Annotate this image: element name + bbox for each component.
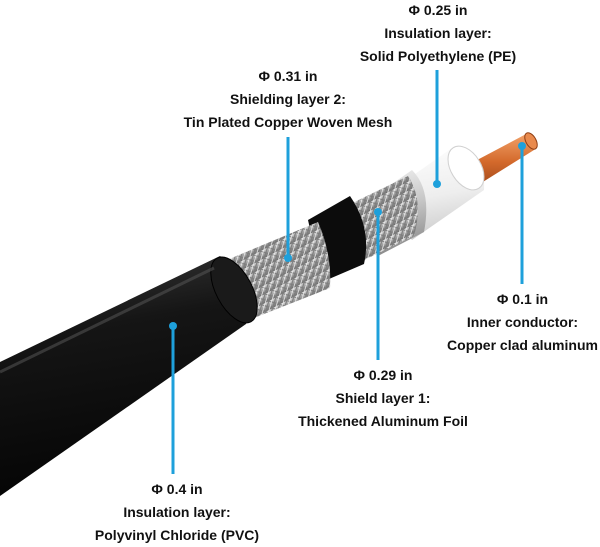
label-pe-layer: Insulation layer:: [384, 25, 492, 41]
leader-lines: [169, 70, 526, 474]
label-shield2: Φ 0.31 in Shielding layer 2: Tin Plated …: [168, 65, 408, 134]
label-shield2-layer: Shielding layer 2:: [230, 91, 346, 107]
label-conductor-diameter: Φ 0.1 in: [496, 291, 549, 307]
label-pvc-diameter: Φ 0.4 in: [151, 481, 203, 497]
label-pvc: Φ 0.4 in Insulation layer: Polyvinyl Chl…: [82, 478, 272, 547]
leader-pe-dot: [433, 180, 441, 188]
leader-shield2-dot: [284, 254, 292, 262]
leader-pvc-dot: [169, 322, 177, 330]
label-pvc-layer: Insulation layer:: [123, 504, 231, 520]
label-conductor: Φ 0.1 in Inner conductor: Copper clad al…: [440, 288, 600, 357]
label-pe-diameter: Φ 0.25 in: [408, 2, 468, 18]
label-conductor-layer: Inner conductor:: [466, 314, 579, 330]
conductor-end-cap: [524, 132, 538, 150]
label-shield2-material: Tin Plated Copper Woven Mesh: [183, 114, 393, 130]
label-shield2-diameter: Φ 0.31 in: [258, 68, 318, 84]
label-shield1-layer: Shield layer 1:: [335, 390, 431, 406]
leader-conductor-dot: [518, 142, 526, 150]
label-shield1-material: Thickened Aluminum Foil: [298, 413, 468, 429]
label-pvc-material: Polyvinyl Chloride (PVC): [94, 527, 260, 543]
label-pe: Φ 0.25 in Insulation layer: Solid Polyet…: [338, 0, 538, 68]
jacket-cut-edge: [210, 256, 258, 324]
label-shield1: Φ 0.29 in Shield layer 1: Thickened Alum…: [283, 364, 483, 433]
pvc-jacket: [0, 256, 249, 496]
label-conductor-material: Copper clad aluminum: [447, 337, 598, 353]
label-shield1-diameter: Φ 0.29 in: [353, 367, 413, 383]
jacket-highlight: [0, 266, 215, 374]
leader-shield1-dot: [374, 208, 382, 216]
pe-end-face: [447, 145, 485, 191]
label-pe-material: Solid Polyethylene (PE): [359, 48, 517, 64]
